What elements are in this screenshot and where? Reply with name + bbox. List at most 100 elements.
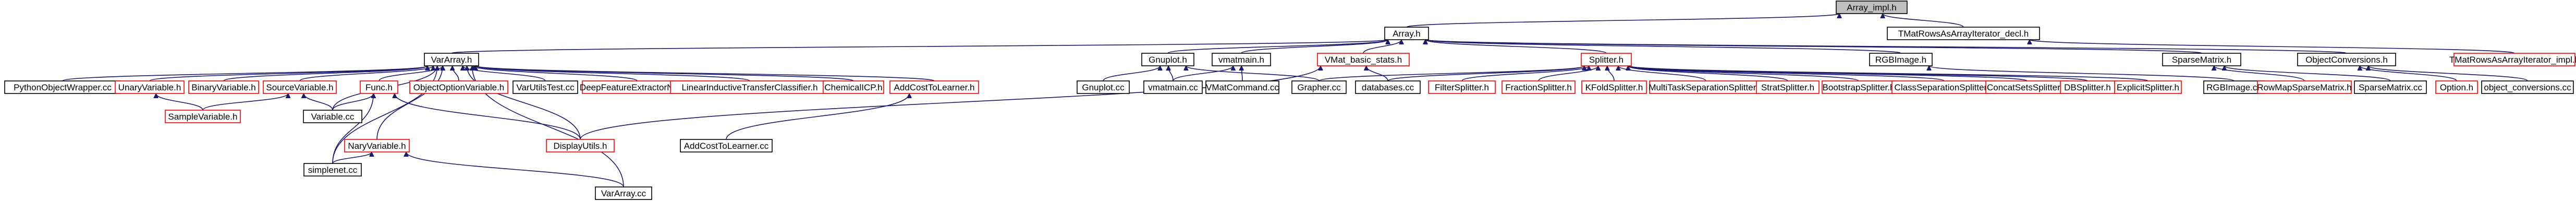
node-box bbox=[1428, 80, 1496, 94]
node-fractionsplitter_h[interactable]: FractionSplitter.h bbox=[1501, 80, 1576, 94]
edge-vmat_basic_stats_h-to-array_h bbox=[1363, 39, 1401, 54]
node-label: UnaryVariable.h bbox=[118, 83, 181, 92]
node-box bbox=[4, 80, 121, 94]
node-rgbimage_cc[interactable]: RGBImage.cc bbox=[2203, 80, 2265, 94]
node-sparsematrix_h[interactable]: SparseMatrix.h bbox=[2162, 53, 2241, 66]
edge-option_h-to-objectconversions_h bbox=[2360, 65, 2457, 81]
node-box bbox=[1141, 53, 1194, 66]
node-label: PythonObjectWrapper.cc bbox=[14, 83, 112, 92]
node-objectoptionvariable_h[interactable]: ObjectOptionVariable.h bbox=[409, 80, 508, 94]
edge-vmatmain_h-to-array_h bbox=[1241, 39, 1388, 54]
node-displayutils_h[interactable]: DisplayUtils.h bbox=[546, 139, 615, 152]
edge-rgbimage_h-to-array_h bbox=[1425, 39, 1901, 54]
node-chemicalicp_h[interactable]: ChemicalICP.h bbox=[823, 80, 884, 94]
node-binaryvariable_h[interactable]: BinaryVariable.h bbox=[188, 80, 259, 94]
node-object_conversions_cc[interactable]: object_conversions.cc bbox=[2481, 80, 2574, 94]
node-label: VarArray.h bbox=[431, 55, 472, 65]
node-objectconversions_h[interactable]: ObjectConversions.h bbox=[2297, 53, 2396, 66]
node-rowmapsparsematrix_h[interactable]: RowMapSparseMatrix.h bbox=[2257, 80, 2352, 94]
node-label: Gnuplot.cc bbox=[1082, 83, 1125, 92]
node-varray_h[interactable]: VarArray.h bbox=[424, 53, 479, 66]
edge-variable_cc-to-sourcevariable_h bbox=[304, 93, 333, 111]
node-kfoldsplitter_h[interactable]: KFoldSplitter.h bbox=[1581, 80, 1647, 94]
node-filtersplitter_h[interactable]: FilterSplitter.h bbox=[1428, 80, 1496, 94]
edge-rowmapsparsematrix_h-to-sparsematrix_h bbox=[2214, 65, 2305, 81]
node-label: Option.h bbox=[2440, 83, 2473, 92]
node-databases_cc[interactable]: databases.cc bbox=[1355, 80, 1421, 94]
node-label: AddCostToLearner.cc bbox=[684, 141, 769, 151]
node-gnuplot_h[interactable]: Gnuplot.h bbox=[1141, 53, 1194, 66]
node-box bbox=[1384, 27, 1429, 40]
node-addcosttolearner_cc[interactable]: AddCostToLearner.cc bbox=[680, 139, 773, 152]
node-label: RGBImage.cc bbox=[2206, 83, 2262, 92]
node-box bbox=[2435, 80, 2478, 94]
edge-explicitsplitter_h-to-splitter_h bbox=[1628, 65, 2148, 81]
node-label: vmatmain.h bbox=[1218, 55, 1264, 65]
node-box bbox=[546, 139, 615, 152]
edge-dbsplitter_h-to-splitter_h bbox=[1628, 65, 2088, 81]
node-grapher_cc[interactable]: Grapher.cc bbox=[1291, 80, 1347, 94]
edge-kfoldsplitter_h-to-splitter_h bbox=[1607, 65, 1615, 81]
edge-unaryvariable_h-to-varray_h bbox=[149, 65, 428, 81]
node-vararray_cc[interactable]: VarArray.cc bbox=[595, 186, 652, 200]
node-tmatrows_decl_h[interactable]: TMatRowsAsArrayIterator_decl.h bbox=[1887, 27, 2040, 40]
node-splitter_h[interactable]: Splitter.h bbox=[1581, 53, 1632, 66]
node-label: ExplicitSplitter.h bbox=[2117, 83, 2179, 92]
node-multitaskseparationsplitter_h[interactable]: MultiTaskSeparationSplitter.h bbox=[1649, 80, 1763, 94]
node-vmatmain_h[interactable]: vmatmain.h bbox=[1212, 53, 1271, 66]
node-func_h[interactable]: Func.h bbox=[360, 80, 398, 94]
node-vmatcommand_cc[interactable]: VMatCommand.cc bbox=[1205, 80, 1279, 94]
node-label: DisplayUtils.h bbox=[554, 141, 607, 151]
edge-samplevariable_h-to-unaryvariable_h bbox=[156, 93, 203, 111]
node-box bbox=[2162, 53, 2241, 66]
node-bootstrapsplitter_h[interactable]: BootstrapSplitter.h bbox=[1822, 80, 1896, 94]
node-unaryvariable_h[interactable]: UnaryVariable.h bbox=[115, 80, 185, 94]
node-rgbimage_h[interactable]: RGBImage.h bbox=[1869, 53, 1933, 66]
node-label: TMatRowsAsArrayIterator_decl.h bbox=[1898, 29, 2029, 39]
node-box bbox=[344, 139, 410, 152]
node-label: NaryVariable.h bbox=[348, 141, 406, 151]
node-dbsplitter_h[interactable]: DBSplitter.h bbox=[2060, 80, 2115, 94]
node-pythonobjectwrapper_cc[interactable]: PythonObjectWrapper.cc bbox=[4, 80, 121, 94]
node-box bbox=[2481, 80, 2574, 94]
node-box bbox=[1317, 53, 1410, 66]
node-array_h[interactable]: Array.h bbox=[1384, 27, 1429, 40]
node-samplevariable_h[interactable]: SampleVariable.h bbox=[165, 110, 241, 123]
node-variable_cc[interactable]: Variable.cc bbox=[303, 110, 362, 123]
node-varutilstest_cc[interactable]: VarUtilsTest.cc bbox=[512, 80, 578, 94]
edge-databases_cc-to-splitter_h bbox=[1387, 65, 1584, 81]
node-explicitsplitter_h[interactable]: ExplicitSplitter.h bbox=[2114, 80, 2182, 94]
node-stratsplitter_h[interactable]: StratSplitter.h bbox=[1756, 80, 1820, 94]
node-linearinductivetransferclassifier_h[interactable]: LinearInductiveTransferClassifier.h bbox=[670, 80, 829, 94]
node-naryvariable_h[interactable]: NaryVariable.h bbox=[344, 139, 410, 152]
node-box bbox=[1869, 53, 1933, 66]
node-box bbox=[1581, 53, 1632, 66]
edge-concatsetssplitter_h-to-splitter_h bbox=[1628, 65, 2028, 81]
edge-vmatcommand_cc-to-vmatmain_h bbox=[1241, 66, 1242, 81]
node-label: Func.h bbox=[365, 83, 393, 92]
node-addcosttolearner_h[interactable]: AddCostToLearner.h bbox=[889, 80, 979, 94]
edge-simplenet_cc-to-func_h bbox=[332, 93, 373, 164]
node-gnuplot_cc[interactable]: Gnuplot.cc bbox=[1077, 80, 1130, 94]
node-concatsetssplitter_h[interactable]: ConcatSetsSplitter.h bbox=[1985, 80, 2069, 94]
edge-grapher_cc-to-splitter_h bbox=[1318, 65, 1584, 81]
node-box bbox=[1077, 80, 1130, 94]
node-classseparationsplitter_h[interactable]: ClassSeparationSplitter.h bbox=[1891, 80, 1997, 94]
node-sourcevariable_h[interactable]: SourceVariable.h bbox=[263, 80, 337, 94]
node-label: ConcatSetsSplitter.h bbox=[1987, 83, 2067, 92]
node-box bbox=[115, 80, 185, 94]
node-sparsematrix_cc[interactable]: SparseMatrix.cc bbox=[2354, 80, 2427, 94]
node-vmat_basic_stats_h[interactable]: VMat_basic_stats.h bbox=[1317, 53, 1410, 66]
node-simplenet_cc[interactable]: simplenet.cc bbox=[303, 163, 362, 177]
node-label: DBSplitter.h bbox=[2064, 83, 2111, 92]
node-option_h[interactable]: Option.h bbox=[2435, 80, 2478, 94]
edge-array_h-to-array_impl_h bbox=[1406, 13, 1839, 28]
node-box bbox=[1212, 53, 1271, 66]
node-box bbox=[670, 80, 829, 94]
node-label: KFoldSplitter.h bbox=[1585, 83, 1643, 92]
node-tmatrows_impl_h[interactable]: TMatRowsAsArrayIterator_impl.h bbox=[2449, 53, 2576, 66]
node-label: VarUtilsTest.cc bbox=[516, 83, 575, 92]
node-vmatmain_cc[interactable]: vmatmain.cc bbox=[1143, 80, 1203, 94]
node-label: SampleVariable.h bbox=[168, 112, 238, 122]
